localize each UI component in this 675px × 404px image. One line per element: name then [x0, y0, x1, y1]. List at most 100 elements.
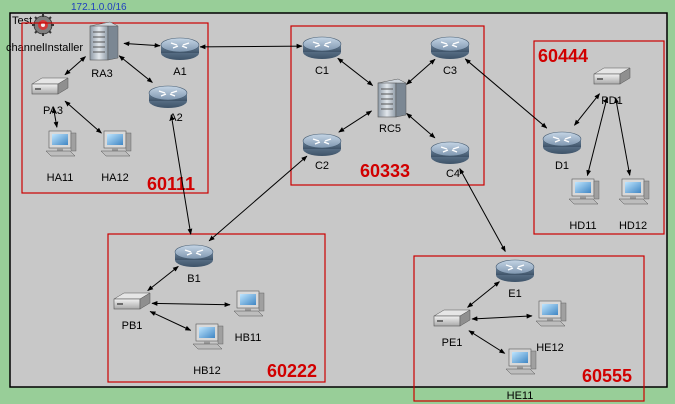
computer-icon	[45, 130, 77, 157]
node-c1[interactable]: C1	[302, 36, 342, 77]
router-icon	[430, 141, 470, 165]
status-strip	[0, 396, 675, 404]
computer-icon	[618, 178, 650, 205]
link-c2-b1[interactable]	[208, 155, 308, 242]
server-icon	[89, 21, 119, 61]
node-he12[interactable]: HE12	[535, 300, 567, 354]
link-b1-pb1[interactable]	[147, 266, 179, 291]
node-pb1[interactable]: PB1	[113, 292, 151, 332]
link-c3-rc5[interactable]	[406, 58, 436, 85]
node-label: A1	[173, 66, 186, 78]
computer-icon	[535, 300, 567, 327]
links-layer	[52, 41, 632, 354]
node-ha11[interactable]: HA11	[45, 130, 77, 184]
area-label: 60333	[360, 161, 410, 181]
area-label: 60222	[267, 361, 317, 381]
node-hd11[interactable]: HD11	[568, 178, 600, 232]
node-ra3[interactable]: RA3	[89, 21, 119, 80]
node-a1[interactable]: A1	[160, 37, 200, 78]
node-label: C4	[446, 168, 460, 180]
node-label: RA3	[91, 68, 112, 80]
node-label: C2	[315, 160, 329, 172]
area-label: 60444	[538, 46, 588, 66]
node-label: C3	[443, 65, 457, 77]
link-pb1-hb11[interactable]	[151, 301, 231, 307]
node-hb12[interactable]: HB12	[192, 323, 224, 377]
router-icon	[302, 133, 342, 157]
node-e1[interactable]: E1	[495, 259, 535, 300]
server-icon	[377, 78, 407, 118]
node-label: RC5	[379, 123, 401, 135]
computer-icon	[192, 323, 224, 350]
node-pe1[interactable]: PE1	[433, 309, 471, 349]
link-c3-d1[interactable]	[464, 58, 548, 129]
link-pa3-ha11[interactable]	[52, 107, 59, 128]
node-label: HA12	[101, 172, 129, 184]
node-label: HD12	[619, 220, 647, 232]
link-ra3-pa3[interactable]	[64, 56, 86, 76]
node-label: HB12	[193, 365, 221, 377]
link-pb1-hb12[interactable]	[149, 311, 192, 331]
router-icon	[160, 37, 200, 61]
node-c2[interactable]: C2	[302, 133, 342, 172]
node-hb11[interactable]: HB11	[233, 290, 265, 344]
node-ha12[interactable]: HA12	[100, 130, 132, 184]
node-label: HE12	[536, 342, 564, 354]
link-c4-e1[interactable]	[459, 167, 506, 253]
network-address: 172.1.0.0/16	[71, 2, 127, 13]
area-label: 60111	[147, 174, 195, 194]
link-a1-c1[interactable]	[199, 43, 303, 50]
link-pa3-ha12[interactable]	[64, 100, 102, 134]
link-pe1-he11[interactable]	[468, 330, 506, 354]
channel-installer-module[interactable]: Test channelInstaller	[6, 14, 83, 54]
link-pe1-he12[interactable]	[471, 313, 533, 322]
node-b1[interactable]: B1	[174, 244, 214, 285]
router-icon	[542, 131, 582, 155]
node-a2[interactable]: A2	[148, 85, 188, 124]
node-label: B1	[187, 273, 200, 285]
computer-icon	[505, 348, 537, 375]
node-label: HB11	[235, 332, 262, 344]
router-icon	[148, 85, 188, 109]
node-label: PD1	[601, 95, 622, 107]
router-icon	[174, 244, 214, 268]
router-icon	[495, 259, 535, 283]
node-pa3[interactable]: PA3	[31, 77, 69, 117]
node-label: HA11	[47, 172, 74, 184]
node-label: PE1	[442, 337, 463, 349]
computer-icon	[100, 130, 132, 157]
node-label: D1	[555, 160, 569, 172]
node-he11[interactable]: HE11	[505, 348, 537, 402]
node-c4[interactable]: C4	[430, 141, 470, 180]
module-name: channelInstaller	[6, 42, 83, 54]
link-pd1-hd12[interactable]	[614, 97, 632, 176]
link-a2-b1[interactable]	[169, 114, 193, 235]
router-icon	[430, 36, 470, 60]
link-ra3-a1[interactable]	[123, 41, 161, 48]
node-label: C1	[315, 65, 329, 77]
router-icon	[302, 36, 342, 60]
link-ra3-a2[interactable]	[118, 55, 153, 83]
area-60555[interactable]: 60555	[413, 255, 645, 402]
link-pd1-hd11[interactable]	[586, 96, 609, 177]
gear-icon	[32, 14, 54, 36]
computer-icon	[568, 178, 600, 205]
node-pd1[interactable]: PD1	[593, 67, 631, 107]
area-60444[interactable]: 60444	[533, 40, 665, 235]
node-rc5[interactable]: RC5	[377, 78, 407, 135]
link-c2-rc5[interactable]	[338, 110, 373, 133]
node-label: E1	[508, 288, 521, 300]
node-d1[interactable]: D1	[542, 131, 582, 172]
node-label: PA3	[43, 105, 63, 117]
link-c1-rc5[interactable]	[337, 57, 374, 86]
computer-icon	[233, 290, 265, 317]
node-label: PB1	[122, 320, 143, 332]
link-e1-pe1[interactable]	[467, 281, 500, 308]
node-hd12[interactable]: HD12	[618, 178, 650, 232]
link-c4-rc5[interactable]	[406, 113, 436, 139]
node-label: A2	[169, 112, 182, 124]
node-c3[interactable]: C3	[430, 36, 470, 77]
area-label: 60555	[582, 366, 632, 386]
